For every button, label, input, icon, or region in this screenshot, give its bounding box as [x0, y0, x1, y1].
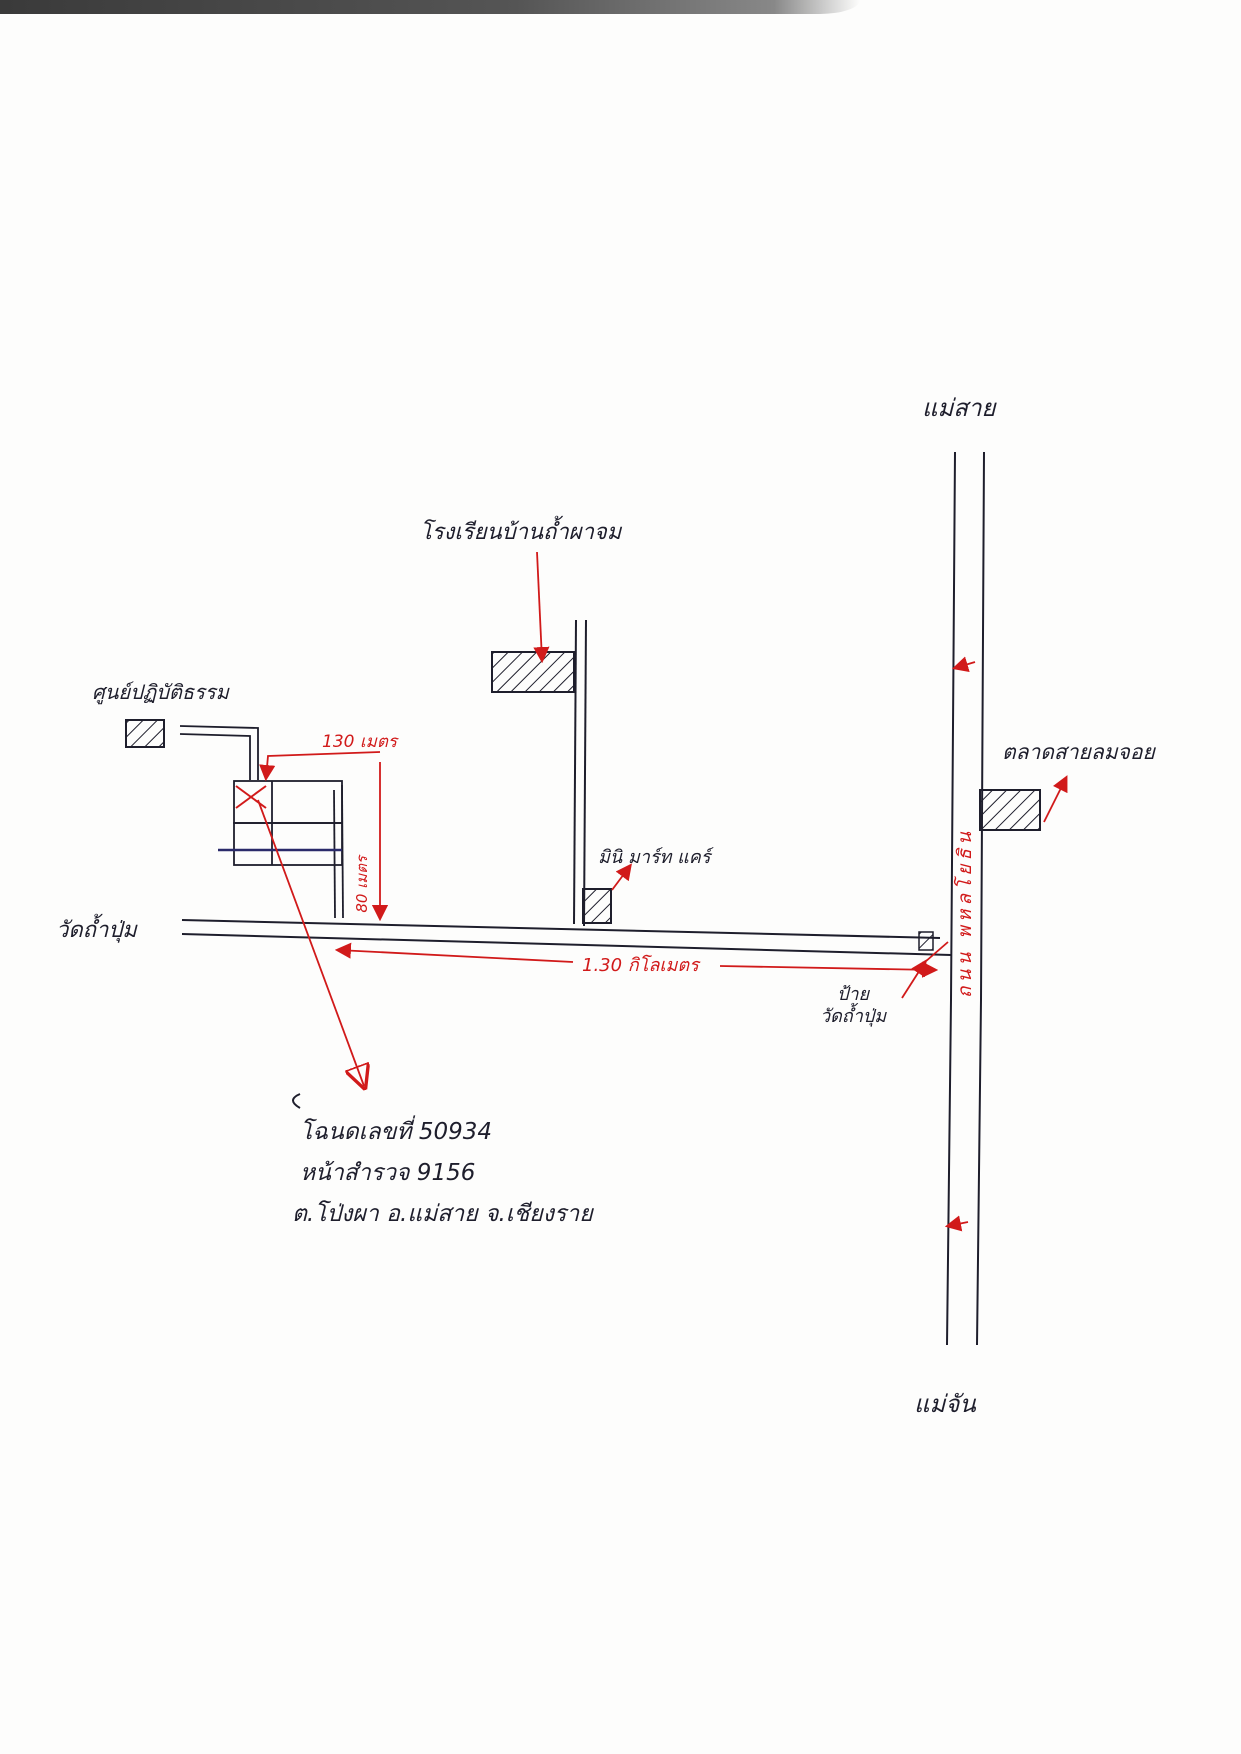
address-line-3: ต.โป่งผา อ.แม่สาย จ.เชียงราย	[292, 1201, 593, 1227]
highway-label: ถนน พหลโยธิน	[954, 828, 976, 999]
market-label: ตลาดสายลมจอย	[1002, 740, 1155, 764]
scan-edge-strip	[0, 0, 860, 14]
south-road-label: แม่จัน	[914, 1390, 976, 1418]
wat-tham-pum-sign-label: ป้าย วัดถ้ำปุ่ม	[820, 984, 887, 1027]
address-line-1: โฉนดเลขที่ 50934	[300, 1119, 492, 1145]
practice-center-label: ศูนย์ปฏิบัติธรรม	[92, 680, 229, 704]
practice-center-building	[125, 719, 165, 748]
property-block	[218, 780, 343, 866]
deed-address: โฉนดเลขที่ 50934 หน้าสำรวจ 9156 ต.โป่งผา…	[292, 1112, 593, 1235]
school-label: โรงเรียนบ้านถ้ำผาจม	[420, 520, 622, 545]
wat-tham-pum-left-label: วัดถ้ำปุ่ม	[56, 918, 137, 943]
distance-80m-label: 80 เมตร	[353, 856, 371, 913]
address-bracket	[292, 1093, 301, 1109]
mini-mart-building	[582, 888, 612, 924]
distance-130km-label: 1.30 กิโลเมตร	[582, 955, 699, 976]
school-building	[491, 651, 575, 693]
side-road	[181, 919, 952, 956]
school-road	[573, 619, 587, 927]
market-building	[979, 789, 1041, 831]
address-line-2: หน้าสำรวจ 9156	[300, 1160, 476, 1186]
distance-130m-label: 130 เมตร	[322, 732, 398, 752]
north-road-label: แม่สาย	[922, 394, 996, 422]
sign-marker	[918, 931, 934, 951]
annotation-arrows	[257, 551, 1068, 1232]
mini-mart-label: มินิ มาร์ท แคร์	[598, 847, 711, 868]
